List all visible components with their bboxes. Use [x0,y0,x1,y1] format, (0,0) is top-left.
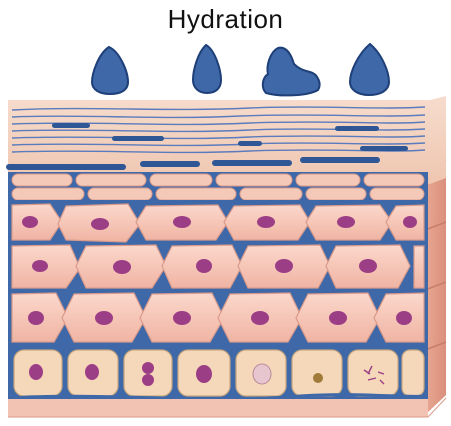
stratum-corneum-layer [6,96,446,184]
water-droplet-icon [263,48,320,96]
cell-nucleus-icon [313,373,323,383]
cell-nucleus-icon [359,259,377,273]
basal-layer [8,350,446,417]
cell-nucleus-icon [142,374,154,386]
cell-nucleus-icon [257,216,275,228]
keratinocyte-cells [12,204,424,342]
cell-nucleus-icon [95,311,113,325]
water-droplet-icon [193,45,221,93]
cell-nucleus-icon [403,216,417,228]
cell-nucleus-icon [253,364,271,384]
cell-nucleus-icon [28,311,44,325]
cell-nucleus-icon [251,311,269,325]
cell-nucleus-icon [91,218,109,230]
cell-nucleus-icon [29,364,43,380]
cell-nucleus-icon [337,216,355,228]
cell-nucleus-icon [85,364,99,380]
water-droplet-icon [92,47,128,94]
cell-nucleus-icon [142,362,154,374]
cell-nucleus-icon [173,216,191,228]
cell-nucleus-icon [32,260,48,272]
cell-nucleus-icon [329,311,347,325]
cell-nucleus-icon [196,259,212,273]
cell-nucleus-icon [396,311,412,325]
cell-nucleus-icon [196,365,212,383]
cell-nucleus-icon [22,216,38,228]
cell-nucleus-icon [173,311,191,325]
cell-nucleus-icon [113,260,131,274]
granular-layer [8,172,428,202]
cell-nucleus-icon [275,259,293,273]
water-droplets [92,44,389,95]
water-droplet-icon [350,44,389,95]
